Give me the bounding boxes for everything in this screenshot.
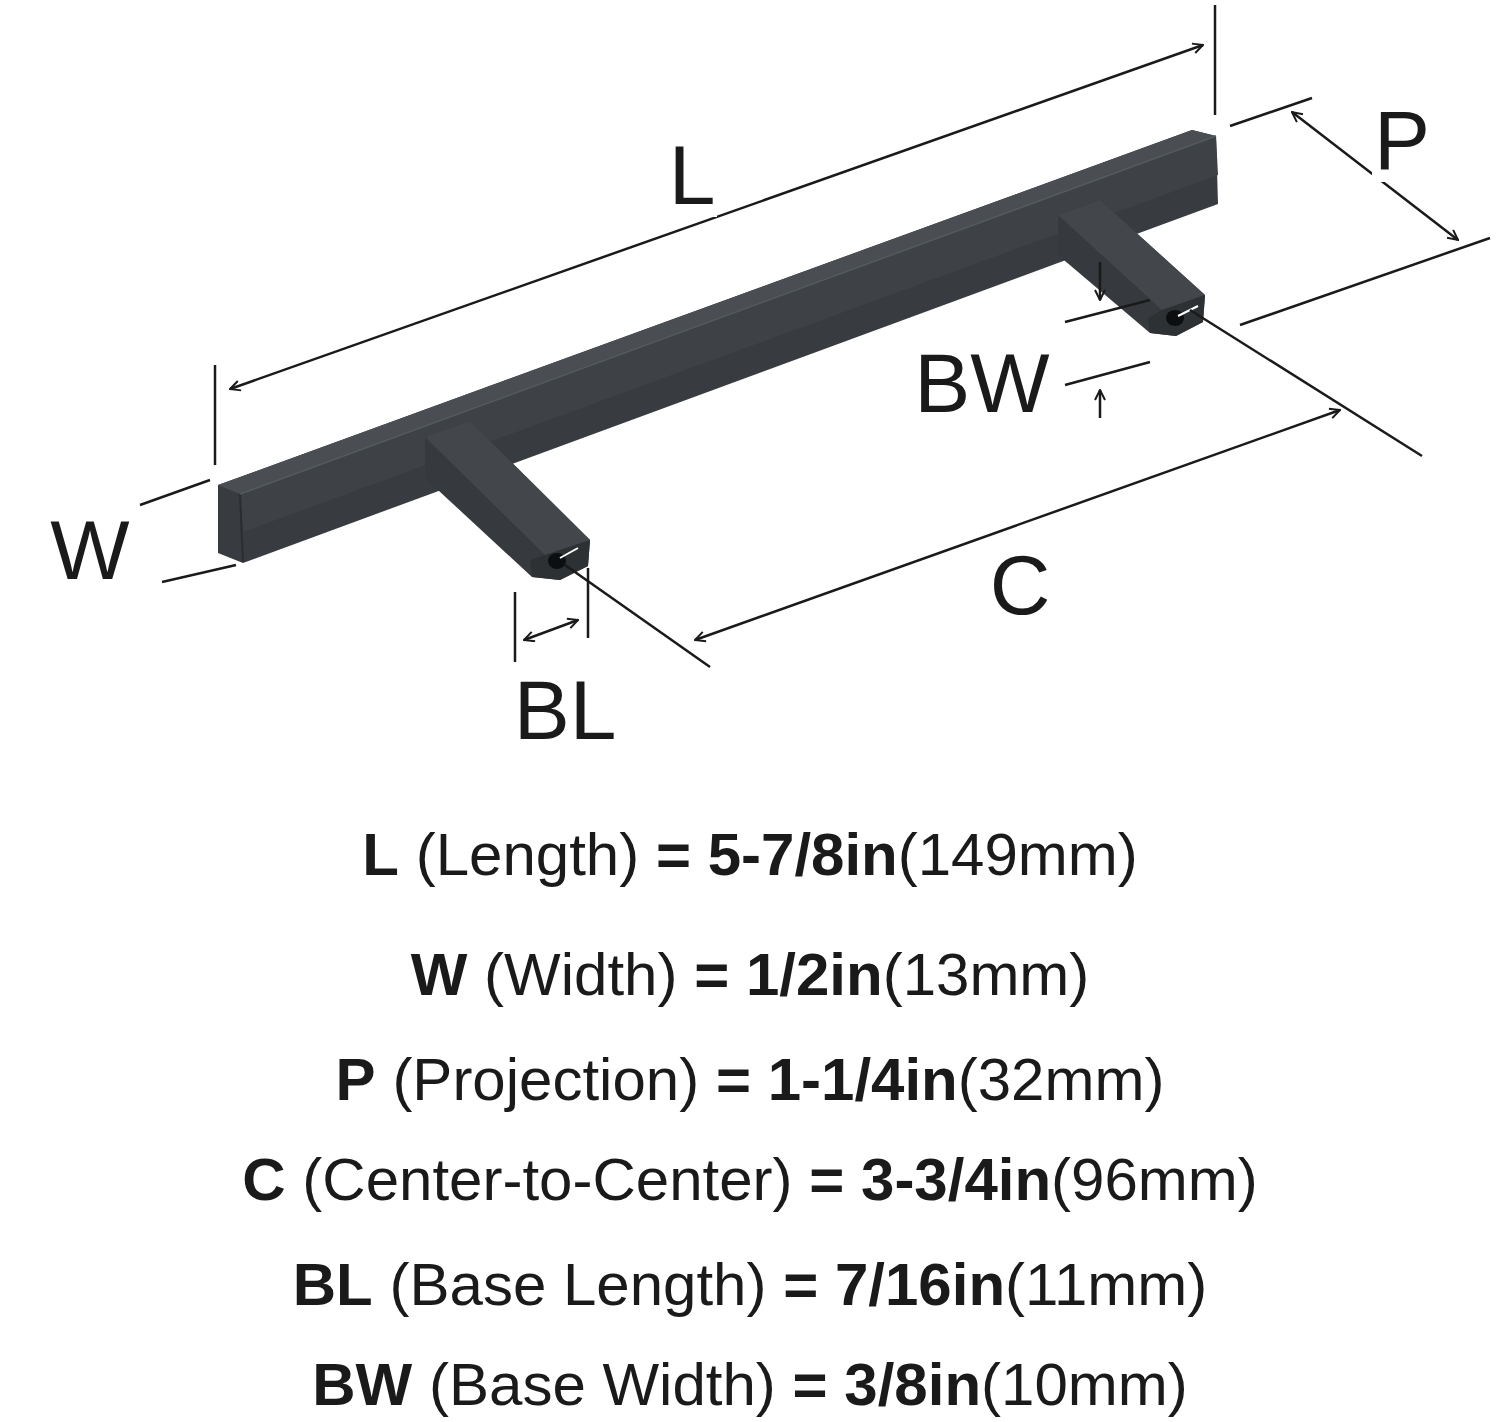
- dimension-lines: [140, 5, 1490, 667]
- dimension-value: = 1-1/4in: [716, 1047, 958, 1113]
- dimension-key: BL: [293, 1252, 373, 1318]
- dimension-key: C: [242, 1147, 285, 1213]
- dimension-key: W: [411, 942, 468, 1008]
- metric-value: (96mm): [1051, 1147, 1258, 1213]
- dimension-name: (Base Length): [390, 1252, 767, 1318]
- dimension-key: P: [336, 1047, 376, 1113]
- spec-line: P(Projection) = 1-1/4in(32mm): [0, 1047, 1500, 1113]
- metric-value: (149mm): [898, 822, 1138, 888]
- dimension-name: (Base Width): [429, 1352, 776, 1418]
- handle-bar: [218, 130, 1218, 563]
- spec-line: C (Center-to-Center) = 3-3/4in(96mm): [0, 1147, 1500, 1213]
- base-post: [1058, 200, 1205, 336]
- dimension-key: L: [362, 822, 399, 888]
- dimension-value: = 7/16in: [783, 1252, 1005, 1318]
- spec-line: L (Length) = 5-7/8in(149mm): [0, 822, 1500, 888]
- dimension-value: = 3-3/4in: [809, 1147, 1051, 1213]
- spec-line: BL (Base Length)= 7/16in(11mm): [0, 1252, 1500, 1318]
- dimension-value: = 5-7/8in: [656, 822, 898, 888]
- metric-value: (13mm): [883, 942, 1090, 1008]
- spec-line: BW (Base Width) = 3/8in(10mm): [0, 1352, 1500, 1418]
- center-label: C: [988, 543, 1053, 627]
- length-label: L: [667, 133, 718, 217]
- dimension-key: BW: [312, 1352, 412, 1418]
- metric-value: (10mm): [981, 1352, 1188, 1418]
- width-label: W: [48, 508, 131, 592]
- base-post: [425, 421, 590, 580]
- spec-line: W(Width) = 1/2in(13mm): [0, 942, 1500, 1008]
- metric-value: (32mm): [958, 1047, 1165, 1113]
- projection-label: P: [1372, 98, 1432, 182]
- metric-value: (11mm): [1005, 1252, 1207, 1318]
- base-width-label: BW: [912, 341, 1051, 425]
- dimension-name: (Projection): [392, 1047, 699, 1113]
- dimension-value: = 3/8in: [793, 1352, 981, 1418]
- dimension-value: = 1/2in: [694, 942, 882, 1008]
- base-length-label: BL: [512, 668, 619, 752]
- dimension-name: (Center-to-Center): [302, 1147, 792, 1213]
- dimension-name: (Width): [484, 942, 677, 1008]
- dimension-name: (Length): [416, 822, 639, 888]
